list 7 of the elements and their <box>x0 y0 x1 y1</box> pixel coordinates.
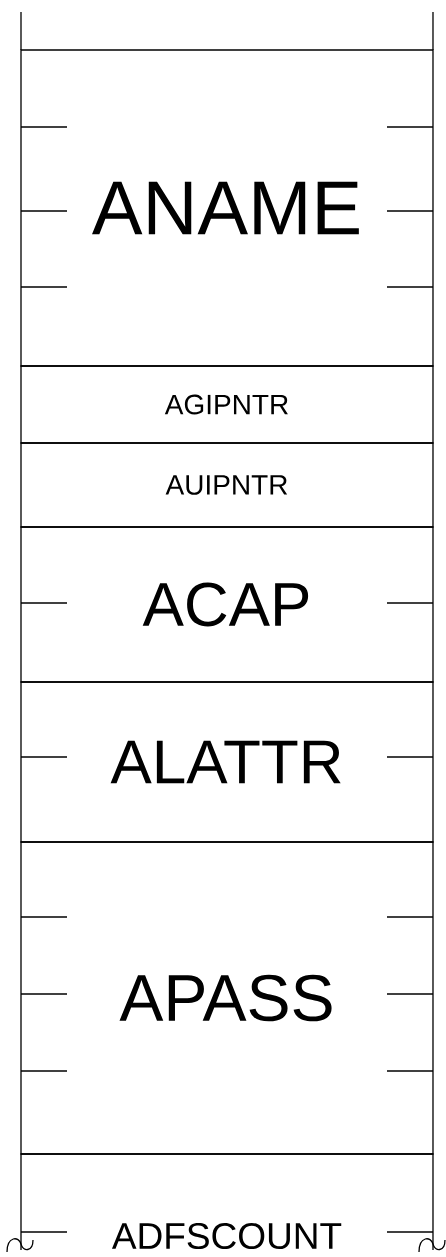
field-box: ADFSCOUNT <box>20 1153 434 1251</box>
field-box: AGIPNTR <box>20 365 434 444</box>
field-box: APASS <box>20 841 434 1155</box>
field-box: ANAME <box>20 49 434 367</box>
field-box: AUIPNTR <box>20 442 434 528</box>
field-box: ALATTR <box>20 681 434 843</box>
field-box: ACAP <box>20 526 434 683</box>
